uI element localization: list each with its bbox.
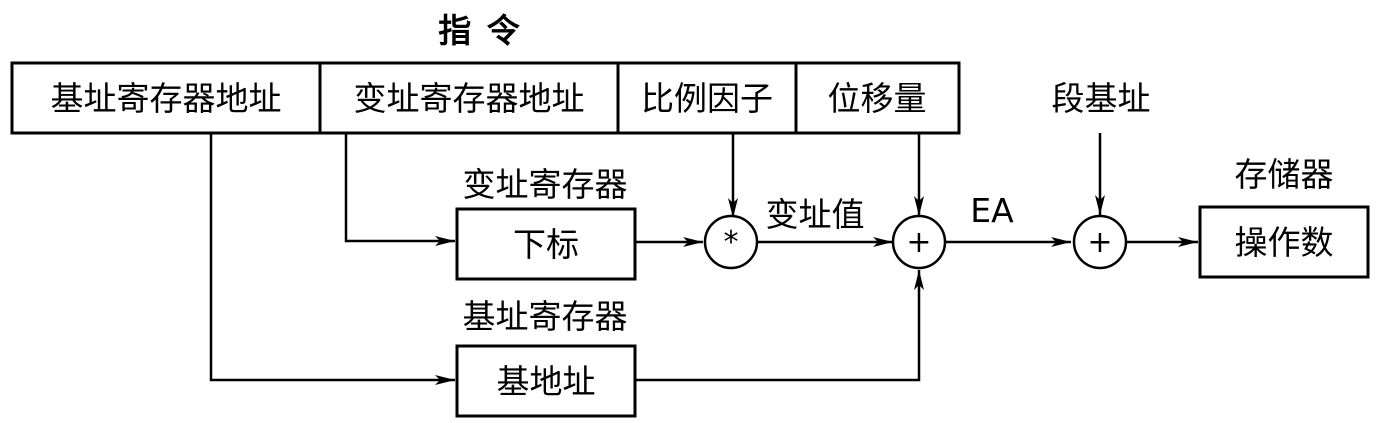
field-base-reg-address-cell xyxy=(10,61,322,135)
multiply-operator: * xyxy=(724,225,739,260)
add-operator-circle xyxy=(891,214,947,270)
operand-text: 操作数 xyxy=(1235,223,1334,262)
field-index-reg-address-cell xyxy=(318,61,620,135)
field-scale-factor: 比例因子 xyxy=(641,79,773,118)
index-register-label: 变址寄存器 xyxy=(463,165,628,204)
operand-box xyxy=(1198,205,1370,279)
field-displacement: 位移量 xyxy=(828,79,927,118)
segment-add-operator-circle xyxy=(1072,214,1128,270)
subscript-text: 下标 xyxy=(513,225,579,264)
field-displacement-cell xyxy=(794,61,961,135)
subscript-box xyxy=(455,207,637,281)
base-address-to-add-arrow xyxy=(635,270,924,382)
index-field-to-subscript-arrow xyxy=(344,133,455,246)
multiply-operator-circle xyxy=(703,214,759,270)
index-value-label: 变址值 xyxy=(766,195,865,234)
base-address-text: 基地址 xyxy=(497,362,596,401)
segment-base-label: 段基址 xyxy=(1052,79,1151,118)
field-index-reg-address: 变址寄存器地址 xyxy=(354,79,585,118)
add-operator: + xyxy=(906,225,931,260)
memory-label: 存储器 xyxy=(1235,155,1334,194)
instruction-title: 指 令 xyxy=(438,11,522,50)
ea-label: EA xyxy=(970,191,1014,230)
field-scale-factor-cell xyxy=(616,61,798,135)
instruction-format: 基址寄存器地址 变址寄存器地址 比例因子 位移量 xyxy=(10,61,961,135)
base-address-box xyxy=(455,344,637,418)
base-register-label: 基址寄存器 xyxy=(463,297,628,336)
segment-add-operator: + xyxy=(1087,225,1112,260)
field-base-reg-address: 基址寄存器地址 xyxy=(51,79,282,118)
base-field-to-base-address-arrow xyxy=(209,133,455,385)
